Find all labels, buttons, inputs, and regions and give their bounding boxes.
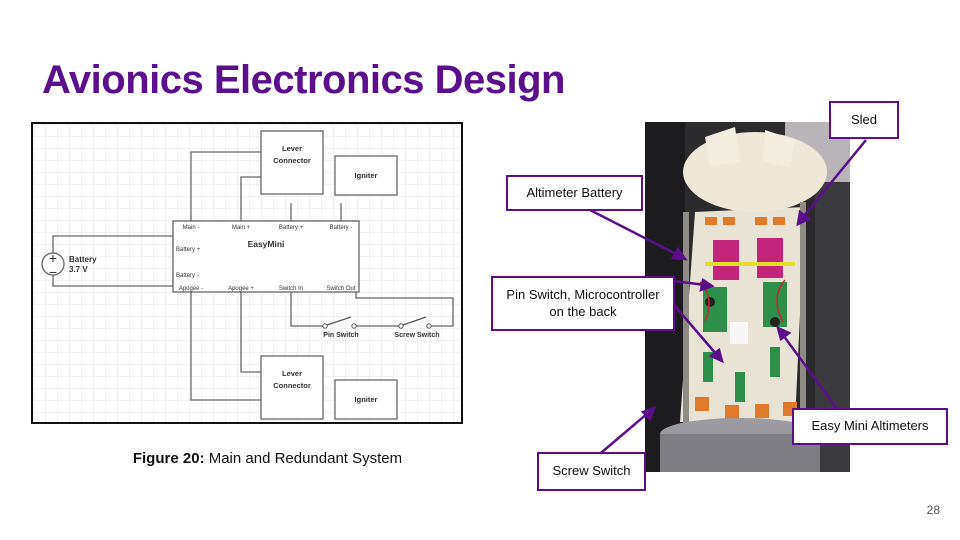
lever-bottom-line1: Lever (282, 369, 302, 378)
figure-caption: Figure 20: Main and Redundant System (0, 450, 535, 467)
callout-pin-switch-line1: Pin Switch, Microcontroller (506, 287, 660, 303)
callout-pin-switch: Pin Switch, Microcontroller on the back (491, 276, 675, 331)
pin-battery-plus: Battery + (279, 225, 304, 231)
pin-switch-out: Switch Out (326, 286, 355, 292)
pin-main-minus: Main - (183, 225, 200, 231)
igniter-bottom-label: Igniter (355, 395, 378, 404)
igniter-bottom (334, 379, 398, 420)
callout-pin-switch-line2: on the back (549, 303, 617, 319)
callout-altimeter-battery: Altimeter Battery (506, 175, 643, 211)
pin-main-plus: Main + (232, 225, 251, 231)
page-number: 28 (926, 503, 940, 517)
pin-left-battery-minus: Battery - (176, 273, 199, 279)
wires (52, 151, 454, 401)
caption-bold: Figure 20: (132, 450, 205, 467)
easymini-box (172, 220, 360, 293)
caption-text: Main and Redundant System (204, 450, 403, 467)
pin-apogee-minus: Apogee - (179, 286, 203, 292)
lever-top-line1: Lever (282, 144, 302, 153)
pin-switch-in: Switch In (279, 286, 303, 292)
lever-top-line2: Connector (273, 156, 311, 165)
pin-apogee-plus: Apogee + (228, 286, 254, 292)
screw-switch-label: Screw Switch (394, 332, 439, 339)
callout-screw-switch: Screw Switch (537, 452, 646, 491)
pin-battery-minus: Battery - (330, 225, 353, 231)
screw-switch-symbol (398, 316, 432, 329)
callout-easy-mini: Easy Mini Altimeters (792, 408, 948, 445)
svg-text:+: + (49, 250, 57, 266)
svg-text:−: − (49, 264, 57, 280)
battery-label: Battery (69, 255, 97, 264)
igniter-top (334, 155, 398, 196)
pin-switch-label: Pin Switch (323, 332, 358, 339)
lever-bottom-line2: Connector (273, 381, 311, 390)
battery-voltage: 3.7 V (69, 265, 88, 274)
lever-connector-bottom (260, 355, 324, 420)
lever-connector-top (260, 130, 324, 195)
pin-left-battery-plus: Battery + (176, 247, 201, 253)
igniter-top-label: Igniter (355, 171, 378, 180)
callout-sled: Sled (829, 101, 899, 139)
schematic-diagram: + − Battery 3.7 V EasyMini Main - Main +… (31, 122, 463, 424)
pin-switch-symbol (322, 316, 357, 329)
easymini-label: EasyMini (248, 239, 285, 249)
battery-symbol: + − (41, 250, 65, 280)
slide-title: Avionics Electronics Design (42, 58, 565, 102)
